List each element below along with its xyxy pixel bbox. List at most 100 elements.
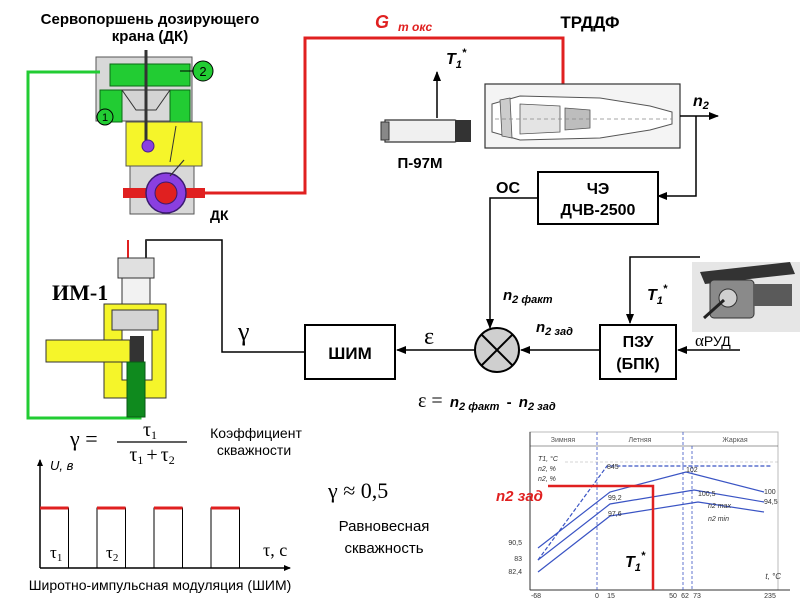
control-xtick-15: 15 [607,593,615,600]
p97m-cap [380,121,390,141]
control-y-label-1: T1, °C [538,455,559,463]
pwm-caption: Широтно-импульсная модуляция (ШИМ) [29,577,292,593]
t1-sensor-label: T1* [446,47,467,71]
gamma-formula: γ = τ1 τ1+τ2 [69,419,187,467]
pzu-line2: (БПК) [616,356,659,373]
engine-turbine [564,107,591,131]
curve-n2max: n2 max [708,503,731,510]
servo-title-line1: Сервопоршень дозирующего [41,11,260,28]
servo-marker-1: 1 [102,112,108,124]
servo-yellow-block [125,121,203,167]
shim-label: ШИМ [328,344,371,363]
control-x-unit: t, °C [765,572,781,581]
fuel-flow-subscript: т окс [398,20,432,34]
epsilon-equation: ε = n2 факт - n2 зад [418,390,556,414]
region-summer: Летняя [629,437,652,444]
servo-spring [169,125,177,163]
point-102: 102 [686,467,698,474]
servo-green-chamber [109,63,191,87]
engine-title: ТРДДФ [560,13,619,32]
che-block [537,171,659,225]
control-ytick-82-4: 82,4 [508,569,522,576]
pwm-wave [39,507,268,569]
gamma-approx: γ ≈ 0,5 [327,478,388,503]
n2-fact-label: n2 факт [503,287,553,306]
control-xtick-minus68: -68 [531,593,541,600]
pwm-x-label: τ, с [263,540,287,560]
engine-fan [499,97,513,139]
p97m-sensor [380,119,471,143]
servo-title-line2: крана (ДК) [112,28,188,45]
p97m-fitting [455,120,471,142]
equilibrium-line1: Равновесная [339,518,430,535]
n2-zad-label: n2 зад [536,319,573,338]
pzu-block [599,324,677,380]
dosing-valve-core [154,181,178,205]
im1-actuator [45,240,167,418]
control-program-chart: Зимняя Летняя Жаркая T1, °C n2, % n2, % … [496,431,790,600]
point-845: 845 [607,464,619,471]
control-ytick-83: 83 [514,556,522,563]
svg-text:G т окс: G т окс [375,12,432,34]
pwm-chart: U, в τ, с τ1 τ2 Широтно-импульсная модул… [29,458,292,593]
t1-to-pzu-line [626,256,700,324]
feedback-line [486,197,538,329]
curve-n2min: n2 min [708,516,729,523]
epsilon-symbol: ε [424,324,434,350]
control-xtick-235: 235 [764,593,776,600]
control-xtick-0: 0 [595,593,599,600]
curve-t1-dashed [537,465,772,561]
point-100-5: 100,5 [698,491,716,498]
p97m-label: П-97М [398,155,443,172]
gamma-symbol: γ [237,317,250,346]
svg-text:τ1: τ1 [143,419,157,442]
svg-text:γ =: γ = [69,426,98,451]
servo-marker-1-circle [96,108,114,126]
dk-label: ДК [210,207,229,223]
n2-output-label: n2 [693,93,709,112]
control-t1-label: T1* [625,550,646,574]
n2-zad-highlight [548,484,655,590]
dosing-valve [123,159,205,214]
control-y-label-3: n2, % [538,476,556,483]
equilibrium-line2: скважность [344,540,423,557]
control-xtick-62: 62 [681,593,689,600]
curve-n2-upper [537,471,765,549]
pwm-y-label: U, в [50,458,74,473]
pwm-tau1: τ1 [50,543,62,564]
alpha-rud-label: αРУД [695,331,731,350]
fuel-flow-line [205,36,567,195]
servo-green-right [169,89,191,123]
point-99-2: 99,2 [608,495,622,502]
pwm-tau2: τ2 [106,543,118,564]
fuel-flow-symbol: G [375,12,389,32]
control-ytick-90-5: 90,5 [508,540,522,547]
coef-line1: Коэффициент [210,425,302,441]
shim-to-im1-line [145,239,305,353]
pwm-pulses [39,506,268,569]
servo-marker-2: 2 [199,64,206,79]
che-line1: ЧЭ [587,181,610,198]
region-winter: Зимняя [551,437,576,444]
control-y-label-2: n2, % [538,466,556,473]
point-94-5: 94,5 [764,499,778,506]
svg-text:τ1+τ2: τ1+τ2 [129,444,174,467]
pzu-line1: ПЗУ [623,334,655,351]
os-label: ОС [496,180,520,197]
engine-drawing [484,83,681,149]
throttle-lever-picture [692,262,800,332]
t1-pzu-label: T1* [647,283,668,307]
control-xtick-73: 73 [693,593,701,600]
control-n2-zad-label: n2 зад [496,488,543,505]
dosing-valve-stem [169,159,185,177]
point-97-6: 97,6 [608,511,622,518]
region-hot: Жаркая [722,437,747,444]
control-xtick-50: 50 [669,593,677,600]
coef-line2: скважности [217,442,291,458]
fuel-flow-label: G т окс [375,12,432,34]
n2-to-che-line [657,116,697,200]
point-100: 100 [764,489,776,496]
servo-valve-ball [141,139,155,153]
summator [474,327,520,373]
